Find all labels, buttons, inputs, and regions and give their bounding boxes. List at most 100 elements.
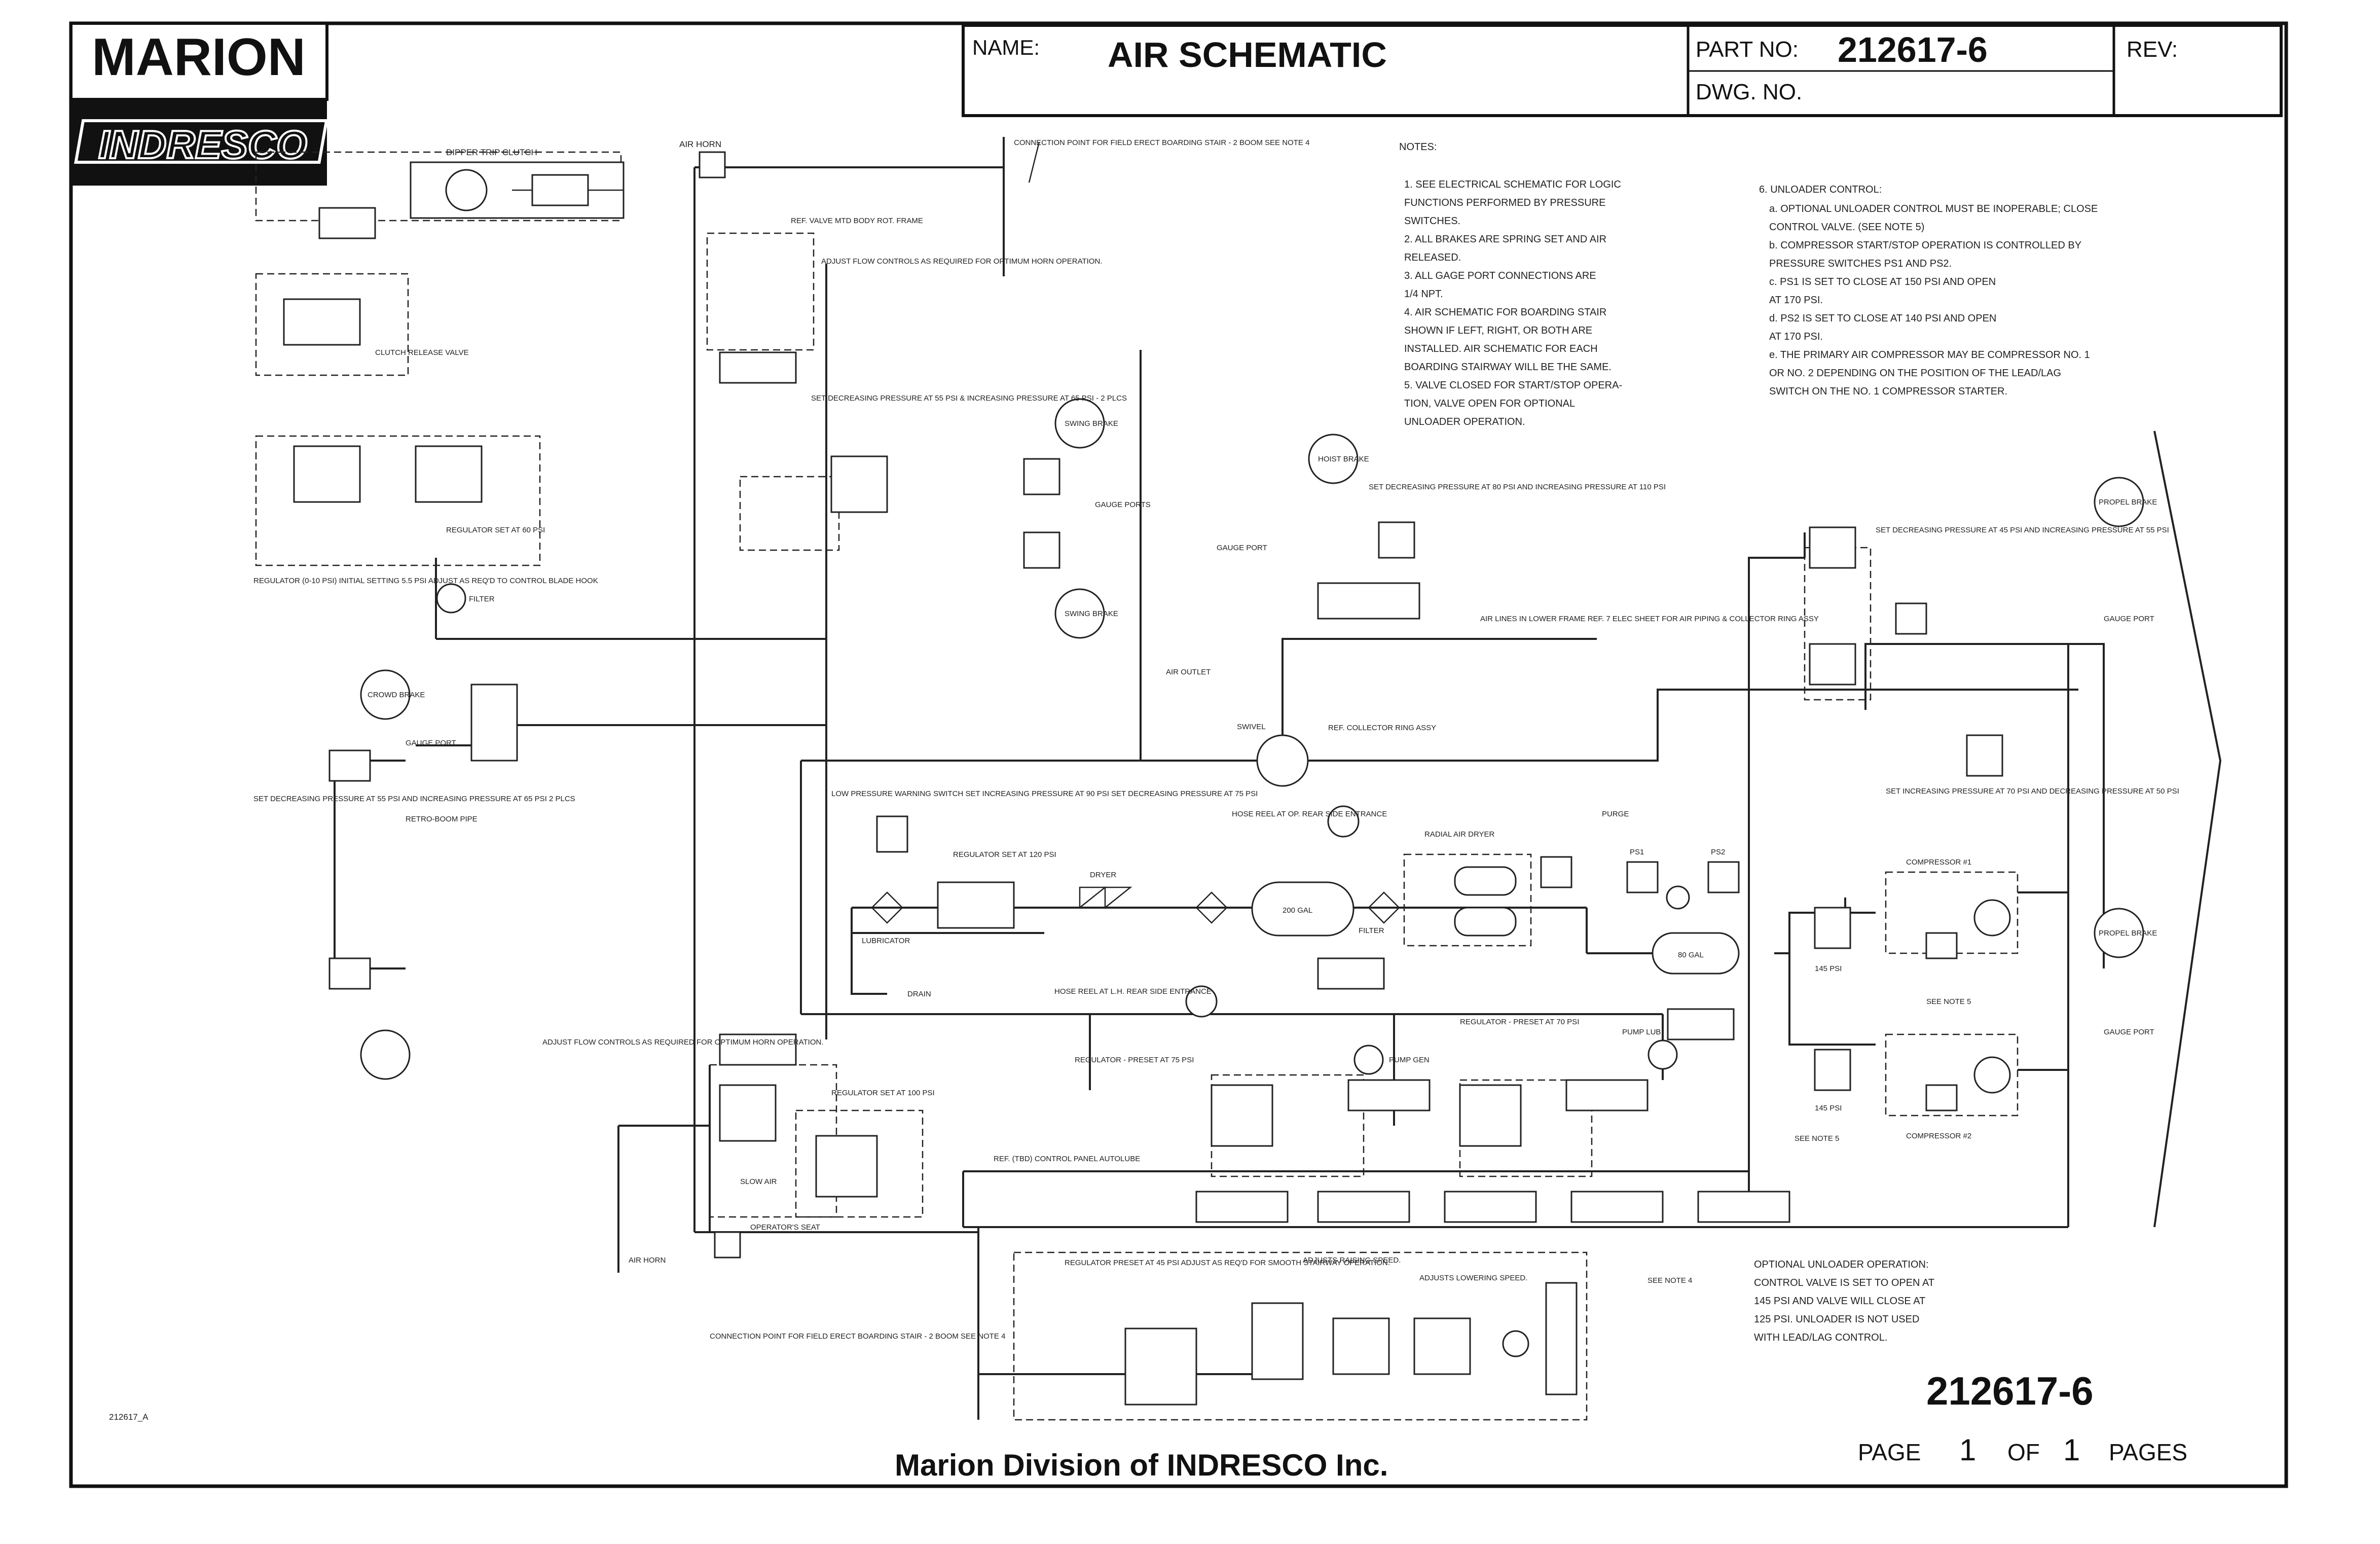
label-set-hoist: SET DECREASING PRESSURE AT 80 PSI AND IN…: [1369, 483, 1666, 491]
label-set-swing-brake: SET DECREASING PRESSURE AT 55 PSI & INCR…: [811, 394, 1127, 403]
label-swing-brake: SWING BRAKE: [1065, 419, 1118, 428]
note-line: b. COMPRESSOR START/STOP OPERATION IS CO…: [1769, 240, 2081, 251]
stair-valve: [1251, 1302, 1304, 1380]
note-line: 2. ALL BRAKES ARE SPRING SET AND AIR: [1404, 234, 1606, 245]
air-dryer-a: [1454, 866, 1517, 896]
note-line: SWITCH ON THE NO. 1 COMPRESSOR STARTER.: [1769, 386, 2007, 397]
stair-cylinder: [1545, 1282, 1578, 1395]
footer-of-word: OF: [2007, 1439, 2040, 1465]
horn-control-valve: [719, 1033, 797, 1066]
label-tank-80: 80 GAL: [1678, 951, 1704, 959]
label-air-outlet: AIR OUTLET: [1166, 668, 1211, 676]
part-no-label: PART NO:: [1696, 37, 1799, 62]
label-operators-seat: OPERATOR'S SEAT: [750, 1223, 820, 1232]
control-valve-2: [1317, 1191, 1410, 1223]
label-swivel: SWIVEL: [1237, 723, 1266, 731]
note-line: AT 170 PSI.: [1769, 295, 1823, 306]
horn-valve: [719, 351, 797, 384]
note-line: a. OPTIONAL UNLOADER CONTROL MUST BE INO…: [1769, 203, 2098, 214]
note-line: SHOWN IF LEFT, RIGHT, OR BOTH ARE: [1404, 325, 1592, 336]
swing-brake-gauge-bottom: [1054, 588, 1105, 639]
marion-indresco-logo: MARION INDRESCO: [69, 22, 328, 186]
note-line: e. THE PRIMARY AIR COMPRESSOR MAY BE COM…: [1769, 349, 2090, 361]
label-boom-pipe: RETRO-BOOM PIPE: [406, 815, 478, 823]
label-regulator-preset-70: REGULATOR - PRESET AT 70 PSI: [1460, 1018, 1579, 1026]
label-145-psi-b: 145 PSI: [1815, 1104, 1842, 1112]
propel-brake-gauge-bottom: [2094, 908, 2144, 958]
notes-heading: NOTES:: [1399, 141, 1437, 153]
label-lubricator: LUBRICATOR: [862, 937, 910, 945]
rev-label: REV:: [2127, 37, 2178, 62]
hoist-brake-gauge: [1308, 434, 1359, 484]
label-see-note-5b: SEE NOTE 5: [1795, 1134, 1839, 1143]
label-see-note-4: SEE NOTE 4: [1647, 1276, 1692, 1285]
label-low-pressure: LOW PRESSURE WARNING SWITCH SET INCREASI…: [831, 789, 1258, 798]
label-gauge-ports: GAUGE PORTS: [1095, 500, 1151, 509]
label-tank-200: 200 GAL: [1283, 906, 1312, 915]
flow-control-raise: [1332, 1317, 1390, 1375]
label-air-horn-low: AIR HORN: [629, 1256, 666, 1265]
filter-icon: [436, 583, 466, 614]
control-valve-4: [1570, 1191, 1664, 1223]
note-line: 4. AIR SCHEMATIC FOR BOARDING STAIR: [1404, 307, 1606, 318]
logo-indresco-text: INDRESCO: [98, 122, 307, 167]
air-horn-lower: [714, 1231, 741, 1259]
note-line: 125 PSI. UNLOADER IS NOT USED: [1754, 1314, 1919, 1325]
label-gauge-port: GAUGE PORT: [1217, 544, 1267, 552]
footer-file-ref: 212617_A: [109, 1412, 149, 1422]
label-hoist-brake: HOIST BRAKE: [1318, 455, 1369, 463]
label-gauge-port-propel: GAUGE PORT: [2104, 1028, 2154, 1036]
note-line: WITH LEAD/LAG CONTROL.: [1754, 1332, 1887, 1343]
swivel-icon: [1256, 734, 1309, 787]
purge-valve: [1540, 856, 1572, 888]
footer-pages-word: PAGES: [2109, 1439, 2187, 1465]
regulator-preset-70: [1459, 1084, 1522, 1147]
note-line: SWITCHES.: [1404, 216, 1460, 227]
regulator-preset-75: [1211, 1084, 1273, 1147]
optional-unloader-note: OPTIONAL UNLOADER OPERATION: CONTROL VAL…: [1754, 1259, 1934, 1343]
label-clutch-release: CLUTCH RELEASE VALVE: [375, 348, 469, 357]
note-line: 1. SEE ELECTRICAL SCHEMATIC FOR LOGIC: [1404, 179, 1621, 190]
pump-gen-gauge: [1353, 1045, 1384, 1075]
label-hose-reel-rear: HOSE REEL AT OP. REAR SIDE ENTRANCE: [1232, 810, 1387, 818]
control-valve-3: [1444, 1191, 1537, 1223]
note-line: TION, VALVE OPEN FOR OPTIONAL: [1404, 398, 1575, 409]
label-ref-panel: REF. (TBD) CONTROL PANEL AUTOLUBE: [994, 1155, 1140, 1163]
label-regulator-stair: REGULATOR PRESET AT 45 PSI ADJUST AS REQ…: [1065, 1259, 1390, 1267]
note-line: 3. ALL GAGE PORT CONNECTIONS ARE: [1404, 270, 1596, 281]
footer-drawing-number: 212617-6: [1926, 1369, 2094, 1413]
note-line: UNLOADER OPERATION.: [1404, 416, 1525, 427]
label-adjusts-raising: ADJUSTS RAISING SPEED.: [1303, 1256, 1401, 1265]
air-lines: [334, 137, 2222, 1420]
unloader-heading: 6. UNLOADER CONTROL:: [1759, 184, 1882, 195]
note-line: d. PS2 IS SET TO CLOSE AT 140 PSI AND OP…: [1769, 313, 1996, 324]
pump-lub-gauge: [1647, 1039, 1678, 1070]
label-crowd-brake: CROWD BRAKE: [368, 691, 425, 699]
valve-top-left: [318, 207, 376, 239]
label-regulator-120: REGULATOR SET AT 120 PSI: [953, 850, 1056, 859]
label-pump-gen: PUMP GEN: [1389, 1056, 1430, 1064]
enclosures: [255, 151, 2019, 1421]
label-set-propel: SET DECREASING PRESSURE AT 45 PSI AND IN…: [1876, 526, 2169, 534]
label-regulator-left: REGULATOR SET AT 60 PSI: [446, 526, 545, 534]
label-regulator-100: REGULATOR SET AT 100 PSI: [831, 1089, 935, 1097]
label-swing-brake-2: SWING BRAKE: [1065, 609, 1118, 618]
regulator-120: [937, 881, 1015, 929]
label-see-note-5: SEE NOTE 5: [1926, 997, 1971, 1006]
label-hoist-gauge: GAUGE PORT: [2104, 615, 2154, 623]
footer-page-num: 1: [1959, 1433, 1976, 1467]
label-propel-brake-top: PROPEL BRAKE: [2099, 498, 2157, 507]
low-pressure-switch: [876, 815, 908, 853]
dwg-no-label: DWG. NO.: [1696, 80, 1802, 104]
note-line: CONTROL VALVE. (SEE NOTE 5): [1769, 222, 1924, 233]
label-air-horn-top: AIR HORN: [679, 139, 721, 149]
label-radial-air: RADIAL AIR DRYER: [1424, 830, 1495, 839]
label-propel-brake-lower: PROPEL BRAKE: [2099, 929, 2157, 938]
tank-200-gal: [1251, 881, 1354, 937]
air-dryer-b: [1454, 907, 1517, 937]
label-145-psi-a: 145 PSI: [1815, 964, 1842, 973]
label-drain: DRAIN: [907, 990, 931, 998]
label-filter: FILTER: [469, 595, 495, 603]
tank-80-gal: [1652, 932, 1740, 975]
